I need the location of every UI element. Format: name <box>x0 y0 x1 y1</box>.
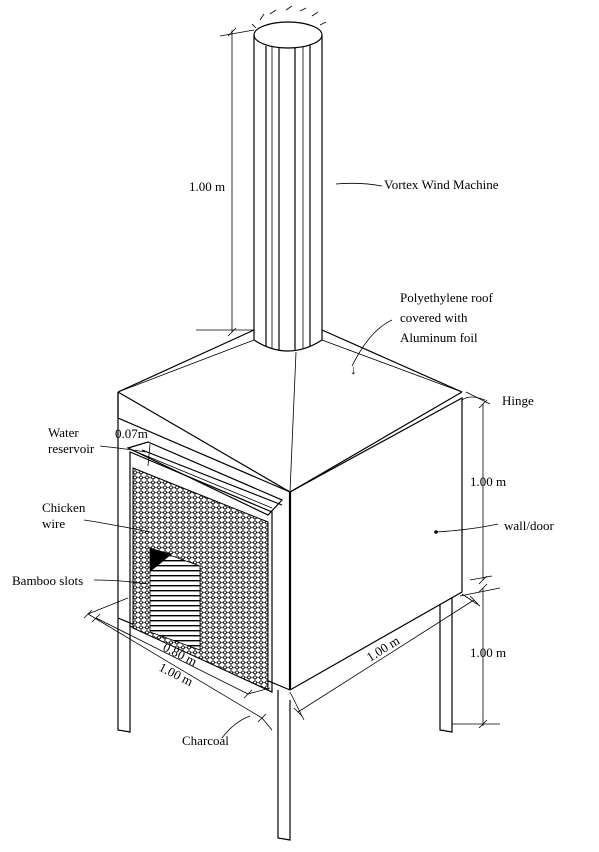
legs <box>117 598 453 841</box>
chimney-height-dimension <box>196 27 255 337</box>
wall-height-label: 1.00 m <box>470 474 506 489</box>
roof-marker: ↓ <box>350 362 357 377</box>
water-label-line1: Water <box>48 425 79 440</box>
chimney <box>251 5 327 352</box>
leg-height-dimension <box>452 583 501 729</box>
water-label-line2: reservoir <box>48 441 95 456</box>
chimney-height-label: 1.00 m <box>189 179 225 194</box>
hinge-label: Hinge <box>502 393 534 408</box>
charcoal-label: Charcoal <box>182 733 229 748</box>
chicken-label-line1: Chicken <box>42 500 86 515</box>
roof-label-line2: covered with <box>400 310 468 325</box>
side-depth-dimension <box>289 593 481 721</box>
vortex-label: Vortex Wind Machine <box>384 177 499 192</box>
roof-label-line1: Polyethylene roof <box>400 290 493 305</box>
bamboo-label: Bamboo slots <box>12 573 83 588</box>
chicken-label-line2: wire <box>42 516 65 531</box>
wall-height-dimension <box>465 391 493 585</box>
wall-door-label: wall/door <box>504 518 554 533</box>
leader-lines <box>83 182 499 739</box>
reservoir-marker: 0.07m <box>115 426 148 441</box>
markers: ↓ 0.07m <box>115 362 438 534</box>
wall-marker <box>434 530 438 534</box>
water-reservoir <box>126 441 284 516</box>
leg-height-label: 1.00 m <box>470 645 506 660</box>
front-width-dimensions <box>83 597 273 731</box>
roof-label-line3: Aluminum foil <box>400 330 478 345</box>
mesh-panel <box>132 467 269 691</box>
